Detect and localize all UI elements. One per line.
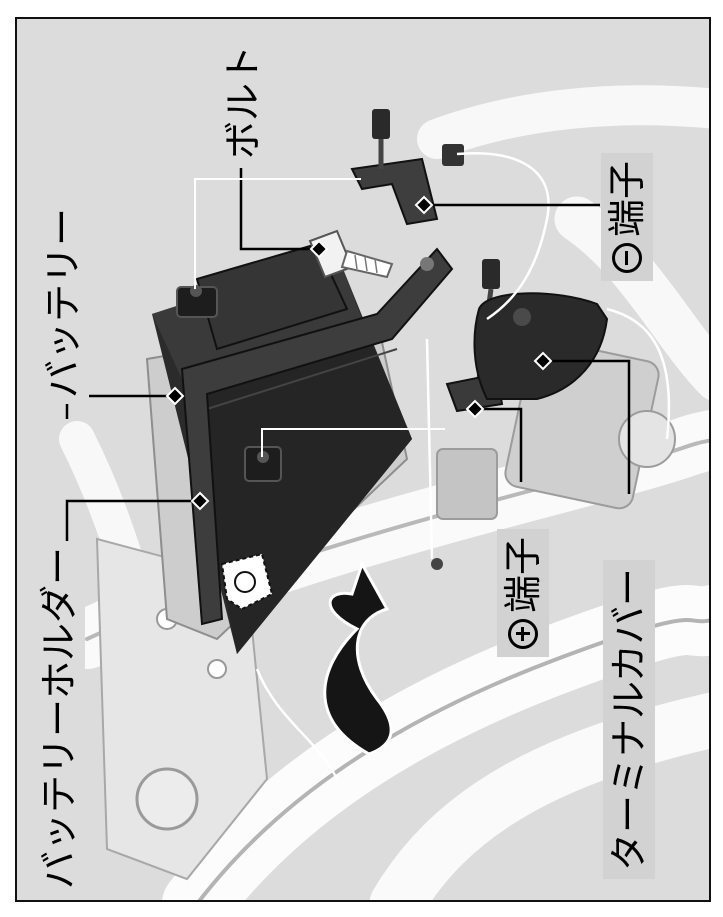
bolt-label: ボルト — [217, 38, 269, 165]
battery-text: バッテリー — [41, 207, 85, 398]
leader-lines — [65, 168, 631, 614]
battery-holder-strap — [180, 247, 454, 626]
positive-terminal-label: 端子 — [497, 528, 549, 657]
terminal-cover-label: ターミナルカバー — [603, 560, 655, 879]
battery-holder-label: バッテリーホルダー — [33, 540, 85, 895]
leader-guides — [194, 178, 445, 457]
removal-arrow-icon — [323, 560, 393, 756]
engine-illustration — [57, 85, 709, 900]
terminal-cover-illustration — [473, 292, 609, 400]
negative-terminal-icon — [611, 243, 642, 273]
battery-label: バッテリー — [37, 201, 89, 404]
illustration-frame: バッテリーホルダー バッテリー ボルト 端子 端子 ターミナルカバー — [15, 17, 711, 902]
negative-terminal-text: 端子 — [605, 160, 649, 237]
positive-terminal-icon — [507, 619, 538, 649]
negative-terminal-label: 端子 — [601, 152, 653, 281]
frame-tubes — [57, 85, 709, 900]
terminal-cover-text: ターミナルカバー — [607, 568, 651, 871]
positive-terminal-text: 端子 — [501, 536, 545, 613]
leader-markers — [165, 195, 553, 511]
negative-terminal-illustration — [350, 109, 464, 226]
wires — [255, 152, 671, 780]
bolt-text: ボルト — [221, 44, 265, 159]
battery-holder-text: バッテリーホルダー — [37, 546, 81, 889]
holder-clip-icon — [220, 552, 274, 611]
